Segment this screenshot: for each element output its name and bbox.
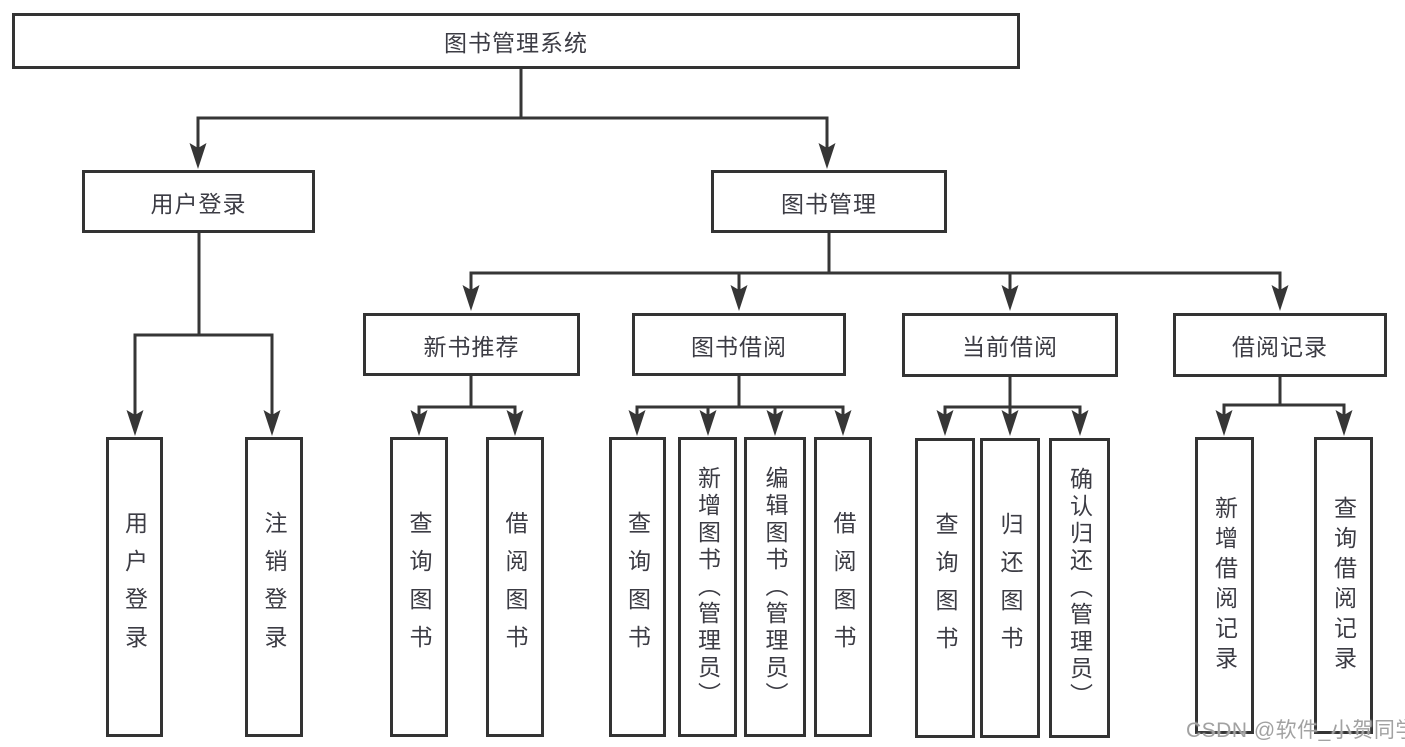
node-label: 编辑图书（管理员） <box>762 465 788 709</box>
arrowhead-icon <box>1001 410 1019 436</box>
arrowhead-icon <box>730 285 748 311</box>
node-root: 图书管理系统 <box>12 13 1020 69</box>
arrowhead-icon <box>462 285 480 311</box>
node-label: 当前借阅 <box>962 334 1058 360</box>
node-label: 查询图书 <box>406 511 432 663</box>
arrowhead-icon <box>699 410 717 436</box>
arrowhead-icon <box>1215 410 1233 436</box>
node-label: 归还图书 <box>997 512 1023 664</box>
node-leaf-query-book-a: 查询图书 <box>390 437 448 737</box>
node-label: 查询借阅记录 <box>1330 495 1357 676</box>
arrowhead-icon <box>1335 410 1353 436</box>
node-label: 图书管理系统 <box>444 30 588 56</box>
node-current-borrowing: 当前借阅 <box>902 313 1118 377</box>
arrowhead-icon <box>410 410 428 436</box>
node-label: 新书推荐 <box>423 333 520 360</box>
arrowhead-icon <box>189 143 207 169</box>
arrowhead-icon <box>834 410 852 436</box>
node-label: 新增图书（管理员） <box>694 465 721 709</box>
arrowhead-icon <box>936 410 954 436</box>
node-label: 用户登录 <box>150 190 247 217</box>
node-label: 用户登录 <box>121 511 148 663</box>
node-leaf-user-login: 用户登录 <box>106 437 163 737</box>
node-leaf-add-borrow-record: 新增借阅记录 <box>1195 437 1254 734</box>
node-label: 注销登录 <box>261 511 287 663</box>
node-leaf-query-book-b: 查询图书 <box>609 437 666 737</box>
arrowhead-icon <box>766 410 784 436</box>
node-label: 图书借阅 <box>691 333 787 360</box>
arrowhead-icon <box>263 410 281 436</box>
node-label: 查询图书 <box>932 512 958 664</box>
node-label: 确认归还（管理员） <box>1066 466 1093 710</box>
node-new-book-recommend: 新书推荐 <box>363 313 580 376</box>
watermark: CSDN @软件_小贺同学 <box>1186 719 1405 742</box>
node-leaf-query-book-c: 查询图书 <box>915 438 975 738</box>
arrowhead-icon <box>818 143 836 169</box>
node-leaf-edit-book-admin: 编辑图书（管理员） <box>744 437 806 737</box>
node-book-management: 图书管理 <box>711 170 947 233</box>
node-leaf-borrow-book-a: 借阅图书 <box>486 437 544 737</box>
node-label: 借阅图书 <box>502 511 528 663</box>
node-leaf-borrow-book-b: 借阅图书 <box>814 437 872 737</box>
arrowhead-icon <box>1071 410 1089 436</box>
node-label: 借阅记录 <box>1232 334 1328 360</box>
node-user-login: 用户登录 <box>82 170 315 233</box>
arrowhead-icon <box>126 410 144 436</box>
node-leaf-confirm-return-admin: 确认归还（管理员） <box>1049 438 1110 738</box>
arrowhead-icon <box>1271 285 1289 311</box>
node-borrowing-records: 借阅记录 <box>1173 313 1387 377</box>
node-leaf-add-book-admin: 新增图书（管理员） <box>678 437 737 737</box>
arrowhead-icon <box>506 410 524 436</box>
node-leaf-return-book: 归还图书 <box>980 438 1040 738</box>
node-label: 查询图书 <box>624 511 651 663</box>
node-leaf-logout: 注销登录 <box>245 437 303 737</box>
arrowhead-icon <box>1001 285 1019 311</box>
node-label: 新增借阅记录 <box>1211 495 1238 676</box>
node-label: 借阅图书 <box>830 511 856 663</box>
node-book-borrowing: 图书借阅 <box>632 313 846 376</box>
node-leaf-query-borrow-record: 查询借阅记录 <box>1314 437 1373 734</box>
arrowhead-icon <box>628 410 646 436</box>
node-label: 图书管理 <box>781 190 877 217</box>
